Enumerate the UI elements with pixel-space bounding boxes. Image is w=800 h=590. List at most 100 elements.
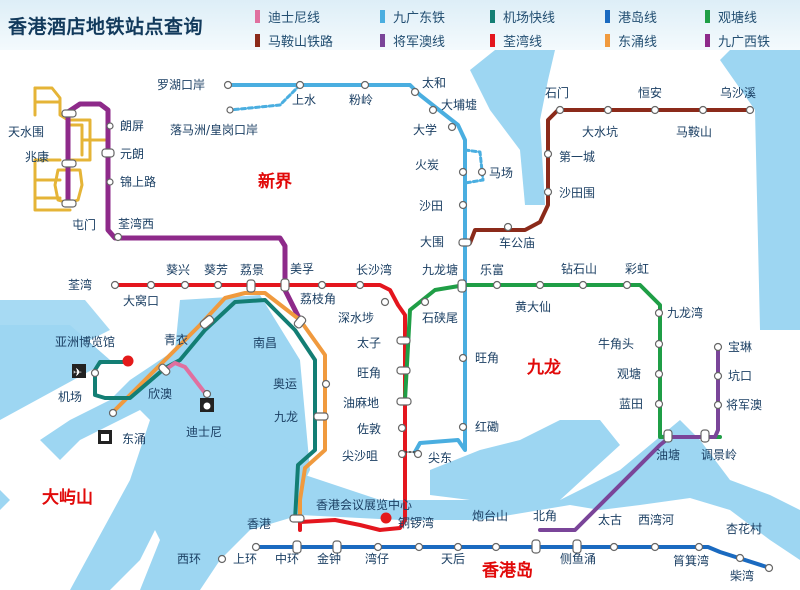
station-label[interactable]: 调景岭: [701, 448, 737, 462]
station-label[interactable]: 炮台山: [472, 508, 508, 523]
legend-kwun-tong-line[interactable]: 观塘线: [705, 7, 757, 26]
station-label[interactable]: 长沙湾: [356, 262, 392, 277]
legend-ma-on-shan-line[interactable]: 马鞍山铁路: [255, 31, 333, 50]
station-label[interactable]: 锦上路: [120, 174, 156, 189]
station-label[interactable]: 沙田围: [559, 186, 595, 200]
station-label[interactable]: 上水: [292, 93, 316, 107]
station-label[interactable]: 香港会议展览中心: [316, 497, 412, 512]
station-label[interactable]: 石硖尾: [422, 311, 458, 325]
legend-tko-line[interactable]: 将军澳线: [380, 31, 445, 50]
station-label[interactable]: 尖沙咀: [342, 449, 378, 463]
station-label[interactable]: 大围: [420, 235, 444, 249]
station-label[interactable]: 太古: [598, 512, 622, 527]
station-label[interactable]: 太和: [422, 75, 446, 90]
station-label[interactable]: 大水坑: [582, 124, 618, 139]
station-label[interactable]: 荃湾: [68, 277, 92, 292]
station-label[interactable]: 九龙: [274, 410, 298, 424]
station-label[interactable]: 九龙湾: [667, 305, 703, 320]
station-label[interactable]: 西环: [177, 552, 201, 566]
station-label[interactable]: 筲箕湾: [673, 553, 709, 568]
region-label-hk-island: 香港岛: [482, 560, 533, 581]
station-label[interactable]: 宝琳: [728, 340, 752, 354]
station-label[interactable]: 北角: [533, 509, 557, 523]
station-label[interactable]: 恒安: [638, 85, 662, 100]
station-label[interactable]: 杏花村: [726, 521, 762, 536]
legend-swatch: [380, 34, 385, 47]
station-label[interactable]: 机场: [58, 390, 82, 404]
station-label[interactable]: 铜锣湾: [398, 515, 434, 530]
station-label[interactable]: 九龙塘: [422, 262, 458, 277]
station-label[interactable]: 牛角头: [598, 336, 634, 351]
legend-west-rail[interactable]: 九广西铁: [705, 31, 770, 50]
station-label[interactable]: 粉岭: [349, 93, 373, 107]
station-label[interactable]: 香港: [247, 517, 271, 531]
station-label[interactable]: 石门: [545, 85, 569, 100]
station-label[interactable]: 蓝田: [619, 397, 643, 411]
legend-tsuen-wan-line[interactable]: 荃湾线: [490, 31, 542, 50]
station-label[interactable]: 屯门: [72, 217, 96, 232]
station-label[interactable]: 乌沙溪: [720, 85, 756, 100]
station-labels: 罗湖口岸 落马洲/皇岗口岸 上水 粉岭 太和 大埔墟 大学 火炭 马场 沙田 大…: [8, 75, 762, 583]
station-label[interactable]: 钻石山: [561, 261, 597, 276]
station-label[interactable]: 欣澳: [148, 387, 172, 401]
station-label[interactable]: 金钟: [317, 551, 341, 566]
station-label[interactable]: 将军澳: [726, 398, 762, 412]
station-label[interactable]: 朗屏: [120, 119, 144, 133]
station-label[interactable]: 美孚: [290, 262, 314, 276]
legend-tung-chung-line[interactable]: 东涌线: [605, 31, 657, 50]
legend-island-line[interactable]: 港岛线: [605, 7, 657, 26]
station-label[interactable]: 侧鱼涌: [560, 552, 596, 566]
station-label[interactable]: 马场: [489, 166, 513, 180]
legend-disney-line[interactable]: 迪士尼线: [255, 7, 320, 26]
station-label[interactable]: 东涌: [122, 432, 146, 446]
station-label[interactable]: 旺角: [357, 366, 381, 380]
station-label[interactable]: 乐富: [480, 262, 504, 277]
legend-label: 荃湾线: [503, 35, 543, 50]
legend-east-rail[interactable]: 九广东铁: [380, 7, 445, 26]
station-label[interactable]: 观塘: [617, 366, 641, 381]
station-label[interactable]: 坑口: [728, 368, 752, 383]
station-label[interactable]: 柴湾: [730, 568, 754, 583]
station-label[interactable]: 葵兴: [166, 263, 190, 277]
station-label[interactable]: 青衣: [164, 332, 188, 347]
station-label[interactable]: 兆康: [25, 149, 49, 164]
station-label[interactable]: 元朗: [120, 147, 144, 161]
station-label[interactable]: 大埔墟: [441, 98, 477, 112]
station-label[interactable]: 车公庙: [499, 235, 535, 250]
station-label[interactable]: 天水围: [8, 125, 44, 139]
station-label[interactable]: 马鞍山: [676, 124, 712, 139]
station-label[interactable]: 黄大仙: [515, 300, 551, 314]
station-label[interactable]: 中环: [275, 551, 299, 566]
station-label[interactable]: 红磡: [475, 419, 499, 434]
station-label[interactable]: 上环: [233, 552, 257, 566]
station-label[interactable]: 湾仔: [365, 551, 389, 566]
station-label[interactable]: 奥运: [273, 377, 297, 391]
station-label[interactable]: 南昌: [253, 335, 277, 350]
station-label[interactable]: 深水埗: [338, 311, 374, 325]
station-label[interactable]: 落马洲/皇岗口岸: [170, 123, 258, 137]
station-label[interactable]: 天后: [441, 552, 465, 566]
station-label[interactable]: 火炭: [415, 158, 439, 172]
station-label[interactable]: 太子: [357, 335, 381, 350]
station-label[interactable]: 荔景: [240, 263, 264, 277]
station-label[interactable]: 大窝口: [123, 293, 159, 308]
station-label[interactable]: 罗湖口岸: [157, 77, 205, 92]
station-label[interactable]: 西湾河: [638, 512, 674, 527]
station-label[interactable]: 沙田: [419, 199, 443, 213]
station-label[interactable]: 迪士尼: [186, 425, 222, 439]
station-label[interactable]: 大学: [413, 122, 437, 137]
station-label[interactable]: 旺角: [475, 351, 499, 365]
hkcec-marker: [380, 512, 392, 524]
legend-swatch: [255, 10, 260, 23]
station-label[interactable]: 油塘: [656, 447, 680, 462]
station-label[interactable]: 尖东: [428, 451, 452, 465]
legend-airport-express[interactable]: 机场快线: [490, 7, 555, 26]
station-label[interactable]: 荃湾西: [118, 216, 154, 231]
station-label[interactable]: 彩虹: [625, 262, 649, 276]
station-label[interactable]: 亚洲博览馆: [55, 334, 115, 349]
station-label[interactable]: 第一城: [559, 150, 595, 164]
station-label[interactable]: 油麻地: [343, 395, 379, 410]
station-label[interactable]: 荔枝角: [300, 291, 336, 306]
station-label[interactable]: 佐敦: [357, 421, 381, 436]
station-label[interactable]: 葵芳: [204, 263, 228, 277]
